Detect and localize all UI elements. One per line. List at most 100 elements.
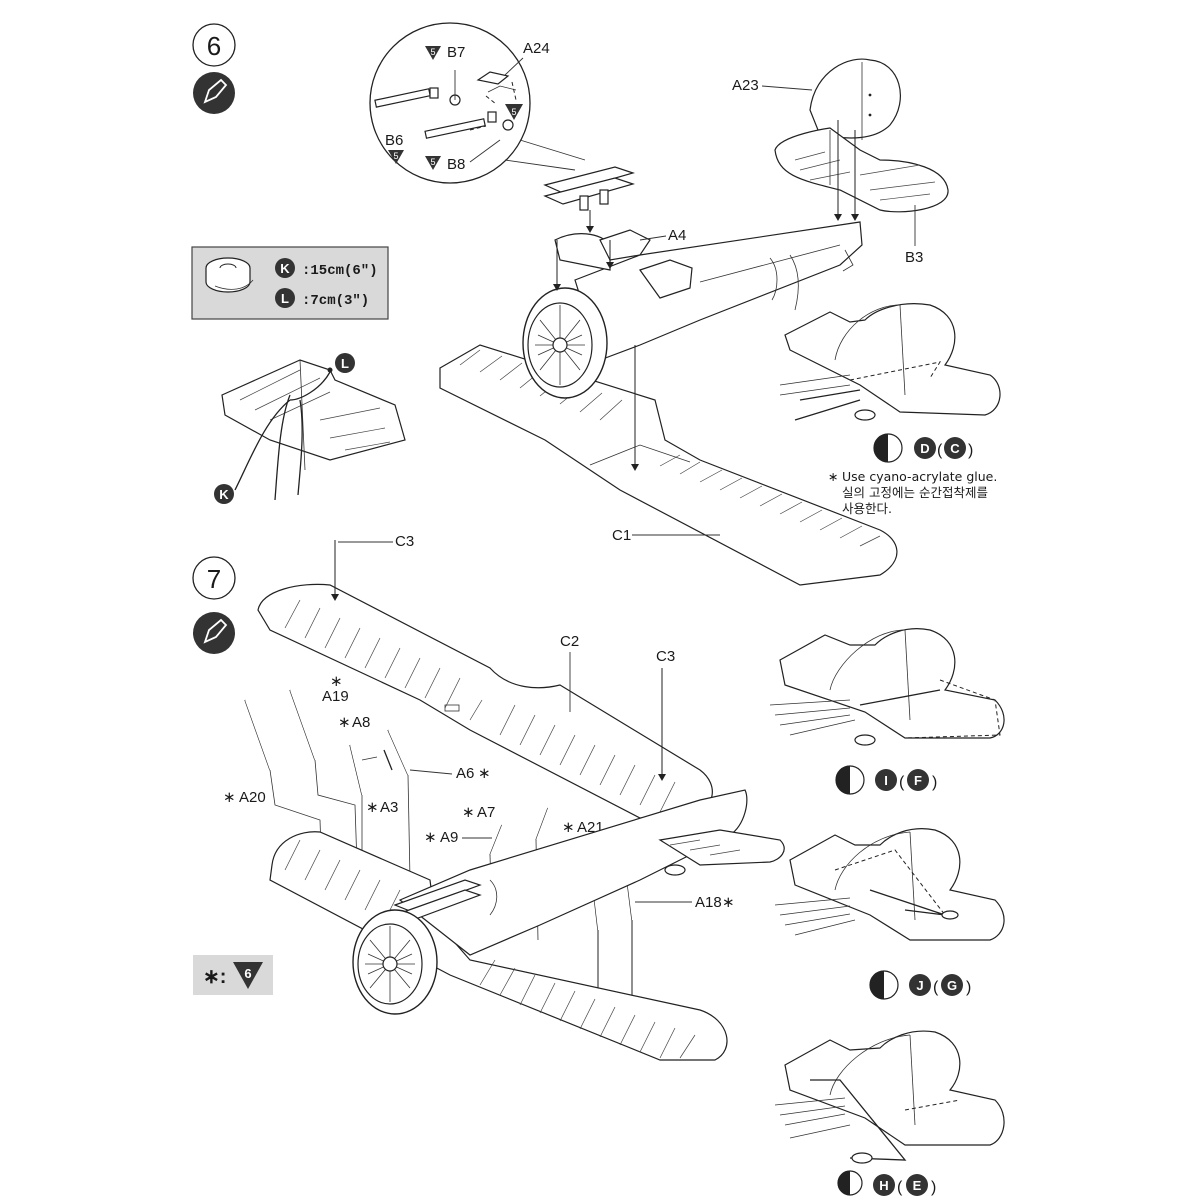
detail-ref-d-open: ( [937,442,943,459]
detail-ref-j: J ( G ) [869,970,971,1000]
label-b6: B6 [385,132,403,149]
label-a18-asterisk: ∗ [722,894,735,911]
detail-ref-i-close: ) [932,774,937,791]
step-7-number: 7 [207,564,221,594]
stabilizer-b3 [774,127,949,213]
label-b8: B8 [447,156,465,173]
detail-ref-d-letter: D [920,441,929,456]
label-c3-right: C3 [656,648,675,665]
bracket-a24 [476,71,517,93]
label-a7: A7 [477,804,495,821]
thread-k-badge [275,258,295,278]
glue-note-en: Use cyano-acrylate glue. [842,469,997,484]
label-a9: A9 [440,829,458,846]
rigging-thread-box: K :15cm(6″) L :7cm(3″) [191,246,389,320]
step-7: 7 C3 C2 C3 [192,533,1005,1196]
cockpit-a4 [554,229,651,271]
label-c3-top: C3 [395,533,414,550]
tail-detail-i [769,628,1005,746]
strut-a19 [289,689,317,761]
label-a3: A3 [380,799,398,816]
label-a3-asterisk: ∗ [366,799,379,816]
label-a6-asterisk: ∗ [478,765,491,782]
detail-ref-j-alt: G [947,978,957,993]
strut-a8 [349,744,378,796]
label-b3: B3 [905,249,923,266]
detail-ref-j-close: ) [966,979,971,996]
label-a23: A23 [732,77,759,94]
thread-l-badge [275,288,295,308]
step-7-number-circle [192,556,236,600]
rig-k-badge [214,484,234,504]
decal-tag-a24-text: 5 [511,107,516,117]
detail-ref-j-open: ( [933,979,939,996]
label-c1: C1 [612,527,631,544]
label-a24: A24 [523,40,550,57]
lower-wing-c1 [439,344,898,586]
glue-icon [193,72,235,114]
detail-ref-i-alt: F [914,773,922,788]
rudder-a23 [809,58,901,140]
tail-detail-j [774,828,1005,941]
engine-cowling-step7 [352,909,438,1015]
label-a19: A19 [322,688,349,705]
legend-decal-number: 6 [244,966,251,981]
label-c2: C2 [560,633,579,650]
detail-ref-h: H ( E ) [837,1170,936,1196]
label-a9-asterisk: ∗ [424,829,437,846]
decal-tag-b8: 5 [425,156,441,170]
strut-a20 [244,699,272,771]
legend-decal-triangle [233,962,263,989]
decal-tag-b7: 5 [425,46,441,60]
gun-pair-step7 [393,879,482,922]
detail-ref-d-close: ) [968,442,973,459]
step-6: 6 [191,22,1001,586]
lower-wing-step7 [269,831,728,1061]
decal-tag-a24: 5 [505,104,523,120]
step-6-number: 6 [207,31,221,61]
detail-ref-d-alt: C [950,441,960,456]
glue-note-ko-1: 실의 고정에는 순간접착제를 [842,485,988,500]
rig-l-letter: L [341,356,349,371]
tail-detail-d [779,303,1001,421]
strut-a9 [489,824,504,856]
glue-icon-step7 [193,612,235,654]
decal-tag-b7-text: 5 [430,47,435,57]
glue-note-asterisk: ∗ [828,469,838,484]
label-a4: A4 [668,227,686,244]
thread-k-letter: K [280,261,290,276]
fuselage-step7 [398,789,785,956]
thread-spool-icon [205,257,254,293]
decal-tag-b6-text: 5 [393,151,398,161]
label-a21-asterisk: ∗ [562,819,575,836]
decal-tag-b8-text: 5 [430,157,435,167]
tail-detail-h [774,1030,1005,1164]
fuselage-step6 [574,221,863,361]
label-a6: A6 [456,765,474,782]
detail-ref-i-letter: I [884,773,888,788]
glue-note-ko-2: 사용한다. [842,501,892,516]
thread-l-letter: L [281,291,289,306]
engine-cowling-step6 [522,287,608,399]
legend-box: ∗: 6 [193,955,273,995]
detail-ref-j-letter: J [916,978,923,993]
strut-a7 [535,807,550,841]
label-a8: A8 [352,714,370,731]
label-a8-asterisk: ∗ [338,714,351,731]
detail-ref-i-open: ( [899,774,905,791]
detail-ref-h-close: ) [931,1179,936,1196]
strut-a6 [383,729,410,776]
label-a19-asterisk: ∗ [330,673,343,690]
detail-ref-h-letter: H [879,1178,888,1193]
label-a7-asterisk: ∗ [462,804,475,821]
rigging-detail [221,359,406,501]
label-a20-asterisk: ∗ [223,789,236,806]
label-b7: B7 [447,44,465,61]
rig-l-badge [335,353,355,373]
gun-pair [543,166,636,211]
thread-l-length: :7cm(3″) [302,293,369,309]
label-a18: A18 [695,894,722,911]
gun-b6 [374,87,461,108]
detail-ref-h-alt: E [913,1178,922,1193]
